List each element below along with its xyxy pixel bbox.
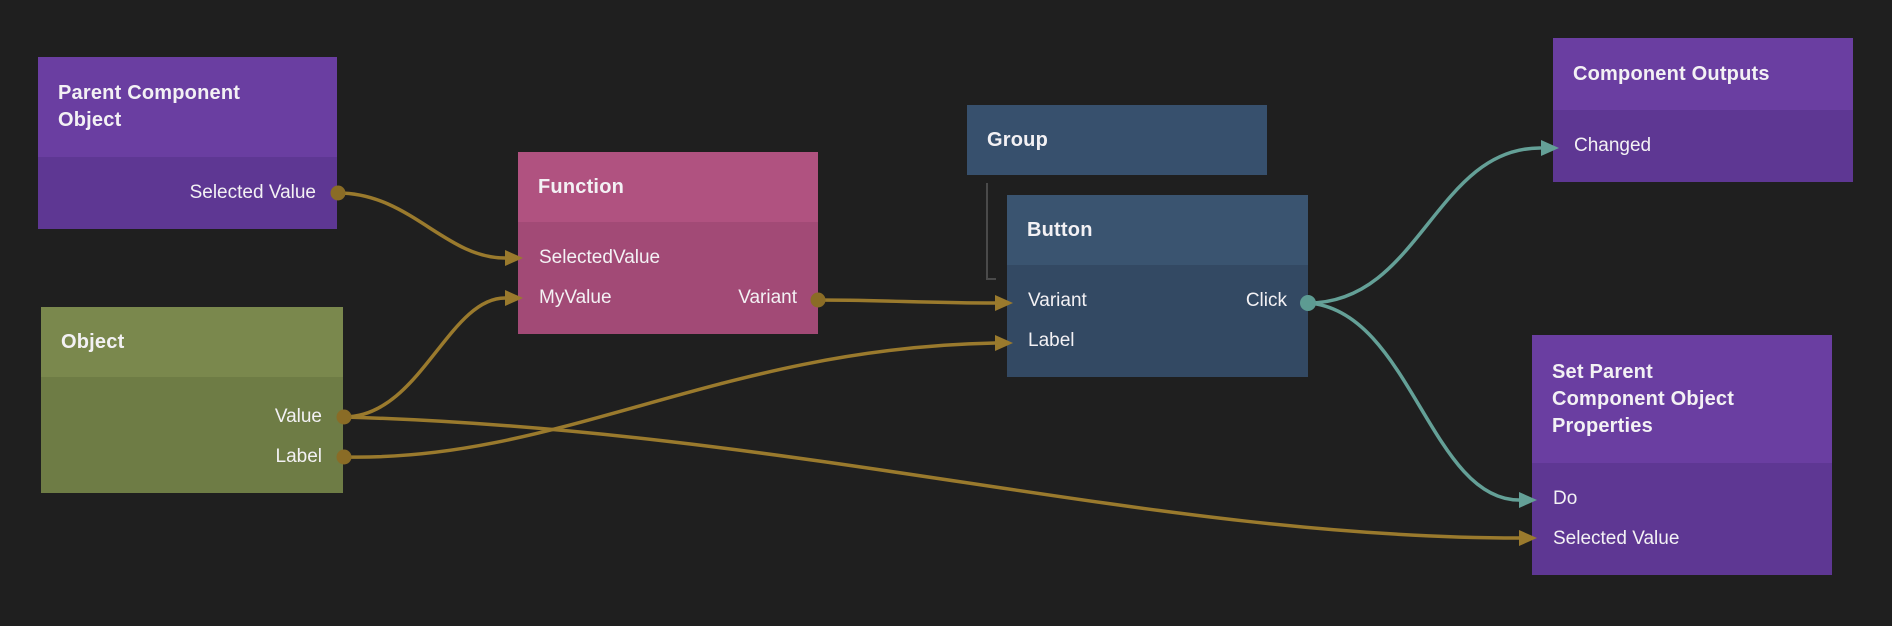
port-function-selectedvalue[interactable]: SelectedValue	[539, 247, 661, 268]
node-title: Group	[987, 128, 1048, 151]
node-title: Object	[61, 330, 125, 353]
node-set-parent-component-object-properties[interactable]: Set Parent Component Object Properties D…	[1532, 335, 1832, 575]
node-button[interactable]: Button Variant Click Label	[1007, 195, 1308, 377]
wire-parent-selected-value-to-function-selectedvalue[interactable]	[336, 191, 507, 260]
node-title: Button	[1027, 218, 1093, 241]
port-button-click[interactable]: Click	[1245, 290, 1287, 311]
port-button-variant[interactable]: Variant	[1028, 290, 1087, 311]
port-object-label[interactable]: Label	[275, 446, 323, 467]
node-header: Parent Component Object	[38, 57, 337, 157]
port-parent-selected-value[interactable]: Selected Value	[189, 182, 316, 203]
port-button-label[interactable]: Label	[1028, 330, 1075, 351]
port-set-parent-selected-value[interactable]: Selected Value	[1553, 528, 1680, 549]
node-header: Button	[1007, 195, 1308, 265]
node-title: Parent Component Object	[58, 82, 241, 131]
wire-object-label-to-button-label[interactable]	[342, 341, 997, 459]
port-function-variant[interactable]: Variant	[738, 287, 797, 308]
node-title: Set Parent Component Object Properties	[1552, 360, 1735, 437]
node-function[interactable]: Function SelectedValue MyValue Variant	[518, 152, 818, 334]
wire-object-value-to-function-myvalue[interactable]	[342, 296, 507, 419]
node-header: Object	[41, 307, 343, 377]
node-header: Component Outputs	[1553, 38, 1853, 110]
wire-button-click-to-component-outputs-changed[interactable]	[1306, 146, 1542, 305]
port-component-outputs-changed[interactable]: Changed	[1574, 135, 1652, 156]
port-object-value[interactable]: Value	[274, 406, 322, 427]
node-header: Group	[967, 105, 1267, 175]
wire-function-variant-to-button-variant[interactable]	[816, 298, 997, 305]
node-parent-component-object[interactable]: Parent Component Object Selected Value	[38, 57, 337, 229]
port-set-parent-do[interactable]: Do	[1553, 488, 1578, 509]
wire-object-value-to-set-parent-selected-value[interactable]	[342, 415, 1521, 540]
node-object[interactable]: Object Value Label	[41, 307, 343, 493]
node-header: Function	[518, 152, 818, 222]
node-component-outputs[interactable]: Component Outputs Changed	[1553, 38, 1853, 182]
wire-button-click-to-set-parent-do[interactable]	[1306, 301, 1521, 502]
node-header: Set Parent Component Object Properties	[1532, 335, 1832, 463]
node-group[interactable]: Group	[967, 105, 1267, 175]
node-title: Component Outputs	[1573, 62, 1770, 85]
group-child-connector-line	[986, 183, 996, 280]
node-title: Function	[538, 175, 625, 198]
port-function-myvalue[interactable]: MyValue	[539, 287, 612, 308]
